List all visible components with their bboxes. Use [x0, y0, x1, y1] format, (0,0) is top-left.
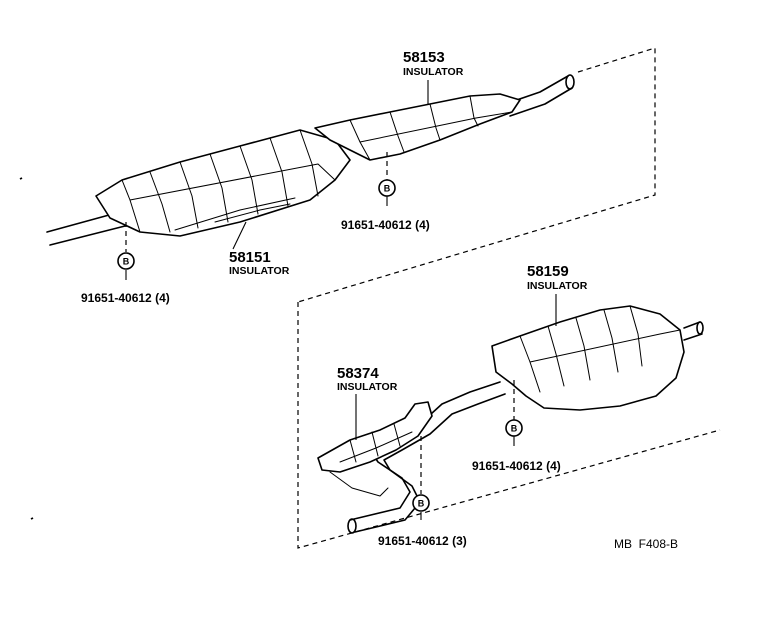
part-number-58374: 58374	[337, 365, 379, 382]
svg-text:B: B	[418, 499, 425, 509]
part-name-58374: INSULATOR	[337, 381, 398, 393]
insulator-58159-shape	[491, 305, 704, 411]
bolt-center-code: 91651-40612 (4)	[341, 218, 430, 232]
insulator-58153-shape	[314, 93, 521, 161]
upper-group-outline	[297, 47, 656, 303]
insulator-58374-shape	[317, 401, 433, 497]
bolt-rear-code: 91651-40612 (4)	[472, 459, 561, 473]
lower-group-outline	[297, 302, 721, 549]
stray-mark	[19, 177, 23, 180]
bolt-left-icon: B	[117, 252, 135, 270]
bolt-rear-icon: B	[505, 419, 523, 437]
svg-text:B: B	[384, 184, 391, 194]
front-exhaust-pipe	[46, 74, 575, 246]
part-number-58151: 58151	[229, 249, 271, 266]
label-58151-leader	[232, 221, 247, 250]
part-name-58159: INSULATOR	[527, 280, 588, 292]
diagram-code: MB F408-B	[614, 537, 678, 551]
bolt-left-code: 91651-40612 (4)	[81, 291, 170, 305]
svg-text:B: B	[511, 424, 518, 434]
part-name-58153: INSULATOR	[403, 66, 464, 78]
stray-mark	[30, 517, 34, 520]
svg-text:B: B	[123, 257, 130, 267]
part-name-58151: INSULATOR	[229, 265, 290, 277]
part-number-58159: 58159	[527, 263, 569, 280]
bolt-lower-icon: B	[412, 494, 430, 512]
bolt-center-icon: B	[378, 179, 396, 197]
insulator-58151-shape	[95, 129, 351, 237]
bolt-lower-code: 91651-40612 (3)	[378, 534, 467, 548]
part-number-58153: 58153	[403, 49, 445, 66]
